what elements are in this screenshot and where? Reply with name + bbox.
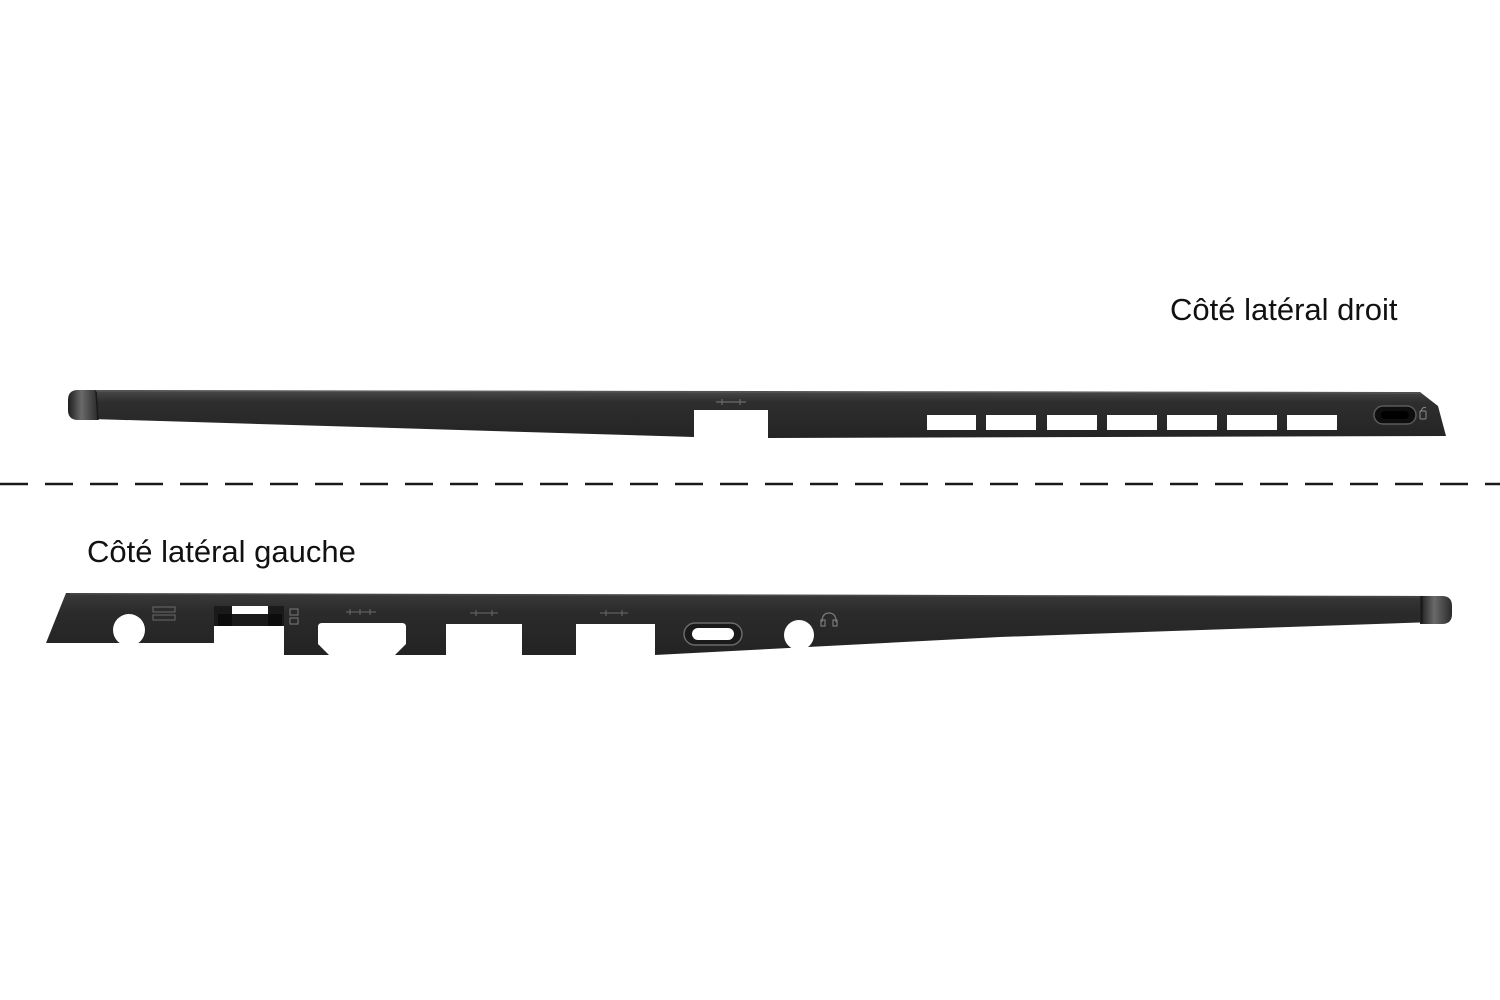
- right-vent-slots: [927, 415, 1337, 430]
- vent-slot: [1287, 415, 1337, 430]
- right-usb-port: [694, 410, 768, 440]
- usb-a-port-1: [446, 624, 522, 658]
- vent-slot: [927, 415, 976, 430]
- right-side-label: Côté latéral droit: [1170, 292, 1398, 327]
- right-side-end-cap: [68, 390, 98, 420]
- hdmi-port: [318, 623, 406, 656]
- vent-slot: [1107, 415, 1157, 430]
- usb-ss-marking-icon: [470, 610, 498, 616]
- headphone-icon: [820, 612, 838, 627]
- dc-in-port: [113, 614, 145, 646]
- usb-ss-marking-icon: [600, 610, 628, 616]
- ethernet-icon: [289, 608, 299, 625]
- vent-slot: [1167, 415, 1217, 430]
- kensington-lock-icon: [1419, 406, 1427, 420]
- ethernet-port: [214, 606, 284, 626]
- vent-slot: [986, 415, 1036, 430]
- dc-in-icon: [152, 606, 176, 621]
- vent-slot: [1227, 415, 1277, 430]
- right-side-panel: [68, 390, 1446, 440]
- usb-a-port-2: [576, 624, 655, 658]
- hdmi-marking-icon: [346, 609, 376, 615]
- left-side-label: Côté latéral gauche: [87, 534, 356, 569]
- audio-jack-port: [784, 620, 814, 650]
- usb-ss-marking-icon: [716, 399, 746, 405]
- left-side-end-cap: [1420, 596, 1452, 624]
- vent-slot: [1047, 415, 1097, 430]
- left-side-panel: [46, 593, 1452, 658]
